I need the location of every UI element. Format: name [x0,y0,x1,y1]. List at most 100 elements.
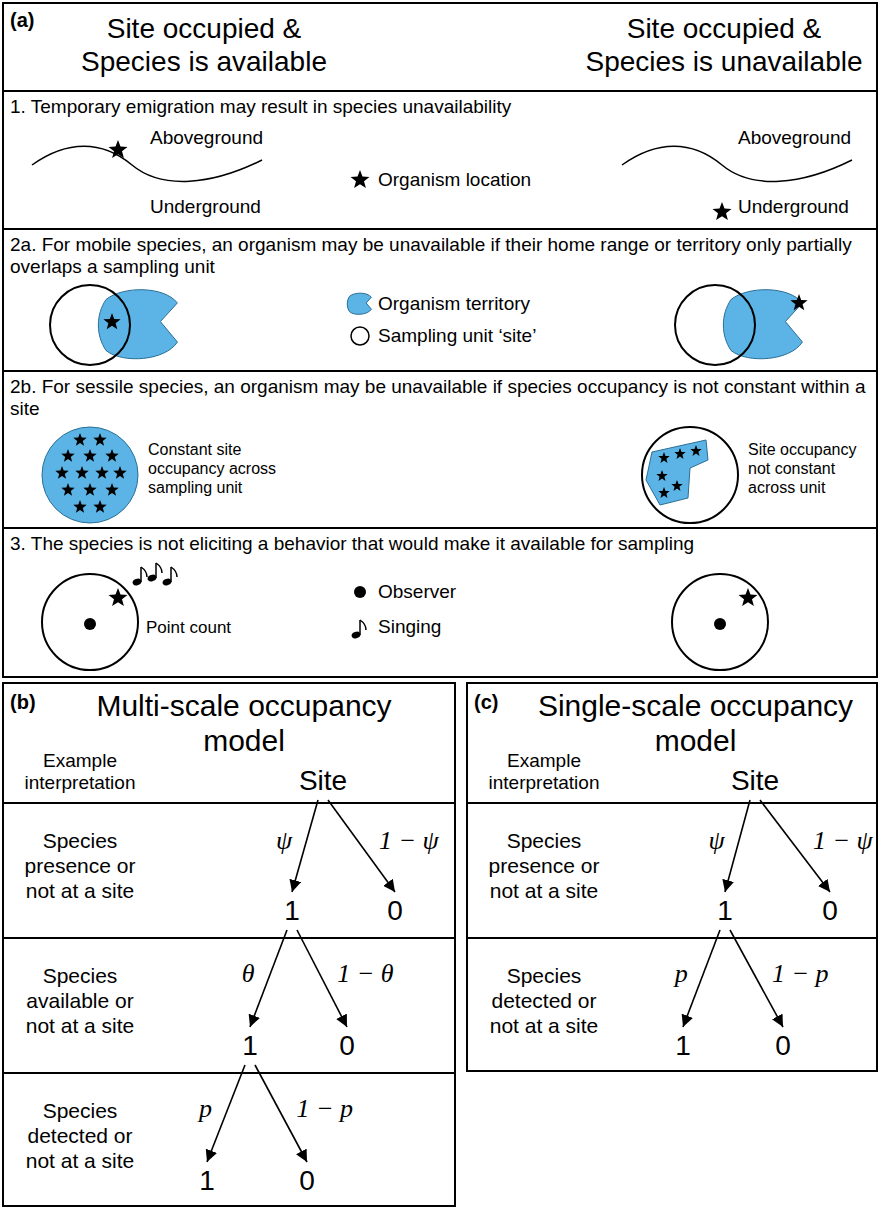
level-row: Species available or not at a site10 [4,937,454,1072]
probability-label: θ [240,959,257,989]
territory-blob [723,290,802,359]
state-number: 1 [284,894,300,928]
interpretation-text: Species detected or not at a site [474,963,614,1038]
organism-star [93,500,106,513]
legend-text: Organism location [378,169,531,191]
organism-star [713,202,732,220]
organism-star [690,445,701,456]
music-note [132,567,147,587]
organism-star [73,500,86,513]
note-flag [156,563,162,573]
note-flag [171,567,177,577]
legend-text: Organism territory [378,293,530,315]
level-row: Species detected or not at a site 1 0 [468,937,876,1070]
note-stem [155,563,157,578]
annotation: Constant site occupancy across sampling … [148,440,288,497]
level-row: Species presence or not at a site10 [4,802,454,937]
occupied-patch [646,440,708,505]
probability-label: 1 − p [770,959,831,989]
legend-swatch [345,577,375,607]
annotation: Point count [146,618,231,638]
probability-arrow [292,800,318,892]
organism-star [83,449,96,462]
territory-swatch [347,293,371,314]
probability-label: p [673,959,690,989]
column-heading: Site occupied & Species is unavailable [579,12,869,78]
note-flag [141,567,147,577]
organism-star [103,313,120,329]
organism-star [75,466,88,479]
interpretation-text: Species detected or not at a site [10,1098,150,1173]
observer-dot [354,586,366,598]
organism-star [61,449,74,462]
note-flag [360,620,366,630]
probability-label: 1 − ψ [811,826,875,856]
organism-star [739,588,758,606]
territory-blob [98,290,177,359]
observer-dot [84,618,96,630]
unit-swatch [351,327,369,345]
organism-star [109,588,128,606]
state-number: 0 [775,1029,791,1063]
level-row: Species detected or not at a site 1 0 [4,1072,454,1205]
state-number: 0 [822,894,838,928]
occupied-unit [42,427,138,523]
organism-star [83,483,96,496]
column-label: Example interpretation [10,750,150,794]
music-note [351,620,366,640]
organism-star [790,294,807,310]
annotation: Site occupancy not constant across unit [748,440,870,497]
legend-swatch [345,321,375,351]
panel-letter: (a) [10,8,34,32]
point-count-circle [672,574,768,670]
note-stem [359,620,361,635]
organism-star [671,480,682,491]
ground-line [32,146,262,181]
tree-state: 0 [768,1029,798,1063]
legend-swatch [345,289,375,319]
legend-text: Sampling unit ‘site’ [378,325,536,347]
legend-text: Observer [378,581,456,603]
state-number: 1 [199,1164,215,1198]
site-label: Site [731,764,779,798]
tree-state: 0 [815,894,845,928]
ground-label: Underground [738,196,849,218]
organism-star [674,448,685,459]
site-label: Site [299,764,347,798]
state-number: 0 [299,1164,315,1198]
state-number: 0 [339,1029,355,1063]
case-text: 2b. For sessile species, an organism may… [10,376,870,420]
panel-box: (b)Multi-scale occupancy modelExample in… [2,682,456,1207]
ground-label: Aboveground [150,127,263,149]
tree-state: 1 [710,894,740,928]
column-heading: Site occupied & Species is available [59,12,349,78]
ground-label: Underground [150,196,261,218]
organism-star [73,433,86,446]
panel-title: Multi-scale occupancy model [64,688,424,758]
probability-label: 1 − θ [335,959,395,989]
sampling-unit-circle [675,285,755,365]
case-row: 2b. For sessile species, an organism may… [4,370,876,527]
tree-state: 1 [668,1029,698,1063]
organism-star [95,466,108,479]
legend-swatch [343,613,373,643]
legend-swatch [345,165,375,195]
tree-state: 1 [235,1029,265,1063]
tree-state: Site [720,764,790,798]
tree-state: 1 [277,894,307,928]
tree-state: 0 [332,1029,362,1063]
point-count-circle [42,574,138,670]
organism-star [656,470,667,481]
level-row: Species presence or not at a site10 [468,802,876,937]
probability-arrow [725,800,750,892]
column-label: Example interpretation [474,750,614,794]
panel-box: (c)Single-scale occupancy modelExample i… [466,682,878,1072]
tree-state: Site [288,764,358,798]
organism-star [351,170,370,188]
panel-title: Single-scale occupancy model [523,688,868,758]
organism-star [105,483,118,496]
organism-star [61,483,74,496]
legend-text: Singing [378,616,441,638]
probability-label: 1 − ψ [377,826,441,856]
ground-label: Aboveground [738,127,851,149]
